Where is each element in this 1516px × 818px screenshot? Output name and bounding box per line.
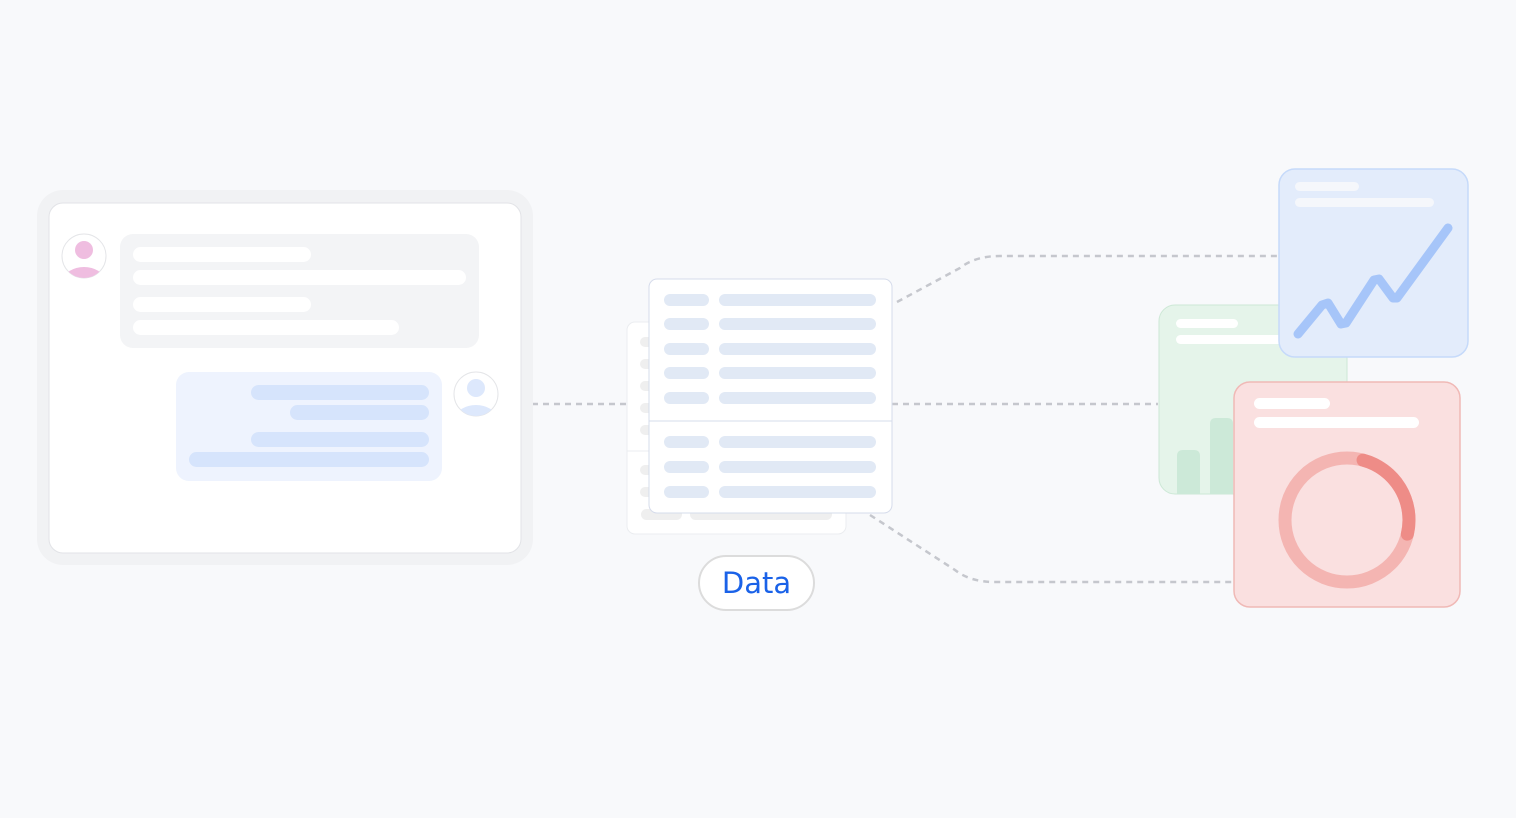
trend-line bbox=[1293, 223, 1453, 339]
assistant-avatar bbox=[453, 371, 499, 417]
table-cell-placeholder bbox=[664, 343, 709, 355]
table-cell-placeholder bbox=[719, 343, 876, 355]
chat-window bbox=[37, 190, 533, 565]
table-cell-placeholder bbox=[719, 392, 876, 404]
data-table-front bbox=[648, 278, 893, 514]
table-cell-placeholder bbox=[664, 294, 709, 306]
data-label-text: Data bbox=[721, 566, 792, 600]
donut-chart-card bbox=[1233, 381, 1461, 608]
user-avatar bbox=[61, 233, 107, 279]
table-cell-placeholder bbox=[719, 436, 876, 448]
table-cell-placeholder bbox=[719, 486, 876, 498]
connector-data-to-donut-chart bbox=[869, 513, 1234, 584]
connectors bbox=[521, 254, 1279, 584]
table-cell-placeholder bbox=[664, 318, 709, 330]
table-cell-placeholder bbox=[664, 461, 709, 473]
data-label: Data bbox=[698, 555, 815, 611]
donut-value-arc bbox=[1356, 453, 1416, 541]
table-cell-placeholder bbox=[719, 294, 876, 306]
line-chart-card bbox=[1278, 168, 1469, 358]
bar bbox=[1210, 418, 1233, 494]
assistant-message-bubble bbox=[176, 372, 442, 481]
table-cell-placeholder bbox=[664, 367, 709, 379]
table-cell-placeholder bbox=[664, 486, 709, 498]
table-cell-placeholder bbox=[664, 392, 709, 404]
table-cell-placeholder bbox=[719, 461, 876, 473]
table-cell-placeholder bbox=[664, 436, 709, 448]
table-cell-placeholder bbox=[719, 318, 876, 330]
table-cell-placeholder bbox=[719, 367, 876, 379]
user-message-bubble bbox=[120, 234, 479, 348]
connector-data-to-line-chart bbox=[896, 254, 1279, 304]
bar bbox=[1177, 450, 1200, 494]
